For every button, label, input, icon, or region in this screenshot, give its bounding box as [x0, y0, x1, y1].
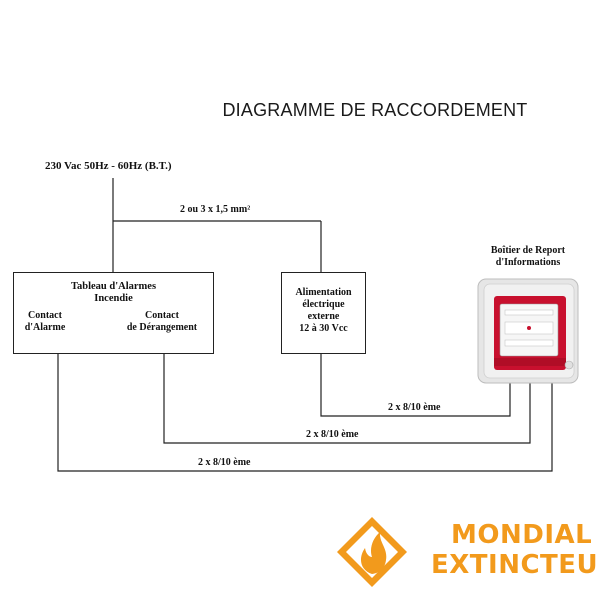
psu-line2: électrique: [302, 299, 345, 310]
external-power-supply: Alimentation électrique externe 12 à 30 …: [281, 272, 366, 354]
brand-line1: MONDIAL: [451, 520, 593, 550]
psu-to-box-wire: [320, 353, 511, 417]
fault-contact-line2: de Dérangement: [126, 322, 198, 333]
diagram-title: DIAGRAMME DE RACCORDEMENT: [222, 100, 528, 120]
fault-contact-label: Contact de Dérangement: [120, 310, 204, 334]
brand-name: MONDIAL EXTINCTEUR: [431, 520, 600, 580]
fire-alarm-panel: Tableau d'Alarmes Incendie Contact d'Ala…: [13, 272, 214, 354]
report-box-line1: Boîtier de Report: [490, 245, 566, 256]
fault-to-box-wire: [163, 352, 531, 444]
alarm-contact-line2: d'Alarme: [24, 322, 66, 333]
psu-line4: 12 à 30 Vcc: [299, 323, 348, 334]
main-cable-label: 2 ou 3 x 1,5 mm²: [180, 204, 251, 215]
fault-contact-line1: Contact: [145, 310, 179, 321]
report-box-device: [477, 278, 579, 384]
fault-cable-label: 2 x 8/10 ème: [306, 429, 359, 440]
panel-title-line2: Incendie: [94, 293, 133, 304]
psu-line3: externe: [307, 311, 340, 322]
brand-logo-icon: [337, 517, 407, 587]
psu-label: Alimentation électrique externe 12 à 30 …: [282, 287, 365, 335]
mains-supply-label: 230 Vac 50Hz - 60Hz (B.T.): [45, 160, 172, 172]
brand-line2: EXTINCTEUR: [431, 550, 600, 580]
report-box-line2: d'Informations: [495, 257, 561, 268]
psu-cable-label: 2 x 8/10 ème: [388, 402, 441, 413]
alarm-contact-label: Contact d'Alarme: [22, 310, 68, 334]
report-box-label: Boîtier de Report d'Informations: [466, 245, 590, 269]
alarm-to-box-wire: [57, 352, 553, 472]
alarm-contact-line1: Contact: [28, 310, 62, 321]
panel-title-line1: Tableau d'Alarmes: [70, 281, 157, 292]
psu-line1: Alimentation: [295, 287, 352, 298]
panel-title: Tableau d'Alarmes Incendie: [14, 281, 213, 305]
alarm-cable-label: 2 x 8/10 ème: [198, 457, 251, 468]
